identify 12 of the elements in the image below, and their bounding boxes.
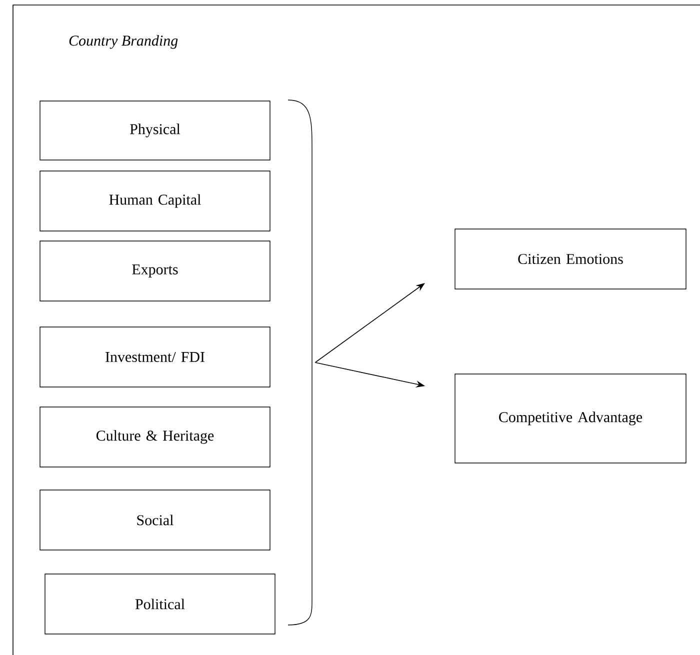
bracket (288, 100, 312, 626)
box: Competitive Advantage (454, 374, 686, 464)
box: Human Capital (40, 170, 270, 232)
heading: Country Branding (69, 35, 178, 49)
box: Citizen Emotions (454, 228, 686, 290)
box: Physical (40, 100, 270, 160)
box: Exports (40, 240, 270, 302)
box: Investment/ FDI (40, 326, 270, 388)
box: Culture & Heritage (40, 406, 270, 468)
box: Political (44, 574, 276, 634)
box: Social (40, 490, 270, 550)
arrow (314, 283, 425, 363)
